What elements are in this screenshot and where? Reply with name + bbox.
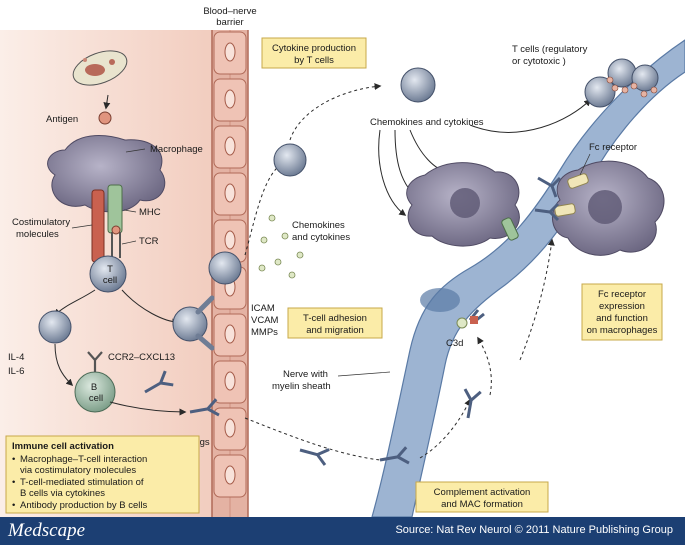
ccr2-label: CCR2–CXCL13 (108, 352, 175, 363)
fc-expression-line-1: Fc receptor (598, 289, 646, 300)
costimulatory-label-1: Costimulatory (12, 217, 70, 228)
endothelial-nucleus (224, 371, 236, 391)
endothelial-nucleus (224, 230, 236, 250)
immune-item-2-line-2: B cells via cytokines (20, 488, 105, 499)
t-cell-migrating (208, 251, 242, 285)
nerve-label-1: Nerve with (283, 369, 328, 380)
costimulatory-label-2: molecules (16, 229, 59, 240)
chemokines-mid-label-2: and cytokines (292, 232, 350, 243)
t-cells-reg-label-1: T cells (regulatory (512, 44, 588, 55)
antibody-2 (189, 398, 220, 417)
antibody-4 (379, 446, 410, 465)
cytokine-production-line-2: by T cells (294, 55, 334, 66)
nerve-fiber (371, 39, 685, 517)
fc-receptor-label: Fc receptor (589, 142, 637, 153)
b-cell-label-2: cell (89, 393, 103, 404)
immune-item-1-bullet: • (12, 454, 15, 465)
chemokines-top-label: Chemokines and cytokines (370, 117, 484, 128)
cytokine-dots (258, 214, 304, 279)
fc-expression-line-2: expression (599, 301, 645, 312)
antibody-3 (299, 448, 330, 466)
b-cell-receptor (87, 351, 103, 372)
immune-item-1-line-2: via costimulatory molecules (20, 465, 136, 476)
footer-bar: Medscape Source: Nat Rev Neurol © 2011 N… (0, 517, 685, 545)
macrophage-left (47, 135, 166, 213)
complement-box (415, 481, 549, 513)
antigen-label: Antigen (46, 114, 78, 125)
t-cell-label-2: cell (103, 275, 117, 286)
immune-item-2-line-1: T-cell-mediated stimulation of (20, 477, 144, 488)
immune-item-2-bullet: • (12, 477, 15, 488)
nerve-nucleus (420, 288, 460, 312)
endothelial-nucleus (224, 418, 236, 438)
t-cells-regulatory-cluster (584, 58, 659, 108)
fc-receptors (554, 173, 589, 217)
mmps-label: MMPs (251, 327, 278, 338)
c3d-complex (456, 309, 485, 329)
bacterium (72, 50, 128, 86)
b-cell-label-1: B (91, 382, 97, 393)
fc-expression-box (581, 283, 663, 341)
fc-expression-line-4: on macrophages (587, 325, 658, 336)
endothelial-nucleus (224, 183, 236, 203)
cytokine-production-box (261, 37, 367, 69)
icam-label: ICAM (251, 303, 275, 314)
mhc-label: MHC (139, 207, 161, 218)
il6-label: IL-6 (8, 366, 24, 377)
t-cell-label-1: T (107, 264, 113, 275)
macrophage-label: Macrophage (150, 144, 203, 155)
igs-label: Igs (197, 437, 210, 448)
barrier-label-2: barrier (216, 17, 243, 28)
t-cells-reg-label-2: or cytotoxic ) (512, 56, 566, 67)
t-cell-adhering (172, 306, 208, 342)
antibody-5 (463, 388, 482, 419)
cytokine-production-line-1: Cytokine production (272, 43, 356, 54)
chemokines-mid-label-1: Chemokines (292, 220, 345, 231)
adhesion-line-2: and migration (306, 325, 364, 336)
antigen-particle (98, 111, 112, 125)
adhesion-line-1: T-cell adhesion (303, 313, 367, 324)
il4-label: IL-4 (8, 352, 24, 363)
c3d-label: C3d (446, 338, 463, 349)
complement-line-2: and MAC formation (441, 499, 523, 510)
vcam-label: VCAM (251, 315, 279, 326)
endothelial-nucleus (224, 89, 236, 109)
tcr-label: TCR (139, 236, 159, 247)
source-credit: Source: Nat Rev Neurol © 2011 Nature Pub… (395, 524, 673, 536)
endothelial-nucleus (224, 42, 236, 62)
diagram-canvas: Antigen Macrophage MHC Costimulatory mol… (0, 6, 685, 517)
complement-line-1: Complement activation (434, 487, 531, 498)
nerve-label-2: myelin sheath (272, 381, 331, 392)
costimulatory-molecule (91, 189, 105, 263)
t-cell-top-right (400, 67, 436, 103)
barrier-label-1: Blood–nerve (203, 6, 256, 17)
immune-activation-box (5, 435, 200, 514)
t-cell-left (38, 310, 72, 344)
immune-item-3-line-1: Antibody production by B cells (20, 500, 148, 511)
adhesion-box (287, 307, 383, 339)
immune-box-title: Immune cell activation (12, 441, 114, 452)
t-cell-center (89, 255, 127, 293)
bound-antibodies (534, 176, 562, 222)
medscape-logo[interactable]: Medscape (8, 520, 86, 541)
fc-expression-line-3: and function (596, 313, 648, 324)
endothelial-nucleus (224, 136, 236, 156)
t-cell-nerve-side (273, 143, 307, 177)
immune-item-3-bullet: • (12, 500, 15, 511)
tcr-receptor (111, 232, 121, 258)
endothelial-nucleus (224, 324, 236, 344)
endothelial-nucleus (224, 465, 236, 485)
antibody-1 (144, 370, 174, 394)
immune-item-1-line-1: Macrophage–T-cell interaction (20, 454, 147, 465)
